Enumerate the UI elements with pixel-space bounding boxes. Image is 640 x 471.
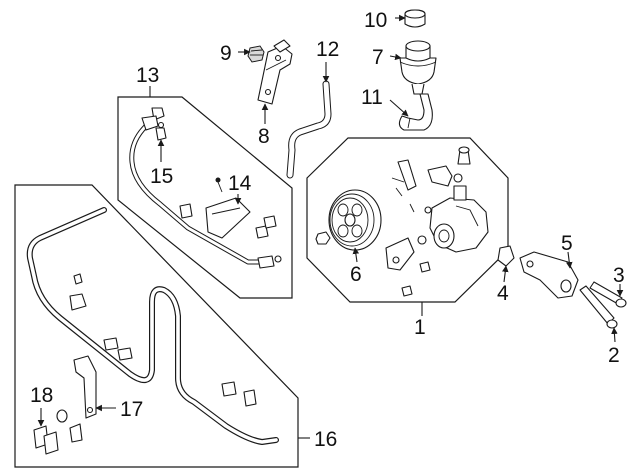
callout-3: 3 [613,264,625,287]
hose-o-ring [155,121,167,141]
grommet-set [33,409,83,455]
pump-bracket [519,251,579,299]
callout-14: 14 [228,172,252,195]
hose-clamp [179,177,277,239]
callout-8: 8 [258,125,270,148]
return-tube [26,207,279,445]
callout-12: 12 [316,38,339,61]
callout-11: 11 [361,86,383,109]
callout-5: 5 [561,232,573,255]
callout-4: 4 [497,282,509,305]
mounting-bracket [257,39,293,105]
power-steering-pump [385,146,489,297]
callout-1: 1 [414,316,426,339]
callout-6: 6 [350,263,362,286]
pulley-nut [315,231,331,245]
reservoir [399,40,437,95]
pump-pulley [328,189,382,251]
callout-15: 15 [150,165,173,188]
frame-13-pressure-hose-group [117,96,293,299]
return-line-bracket [73,355,97,419]
pressure-hose [129,107,282,269]
callout-16: 16 [314,428,337,451]
return-line-clamps [69,273,257,407]
callout-10: 10 [364,9,387,32]
clip [497,245,515,267]
callout-18: 18 [30,384,53,407]
callout-9: 9 [220,42,232,65]
reservoir-hose [398,93,433,131]
leader-lines [37,14,624,439]
callout-2: 2 [608,344,620,367]
suction-hose [286,80,332,179]
callout-7: 7 [372,46,384,69]
bolt-short [589,281,627,308]
callout-17: 17 [120,398,143,421]
bracket-nut [247,45,265,63]
reservoir-cap [404,9,426,28]
bolt-long [579,285,618,329]
callout-13: 13 [136,64,159,87]
frame-16-return-line-group [14,184,299,468]
